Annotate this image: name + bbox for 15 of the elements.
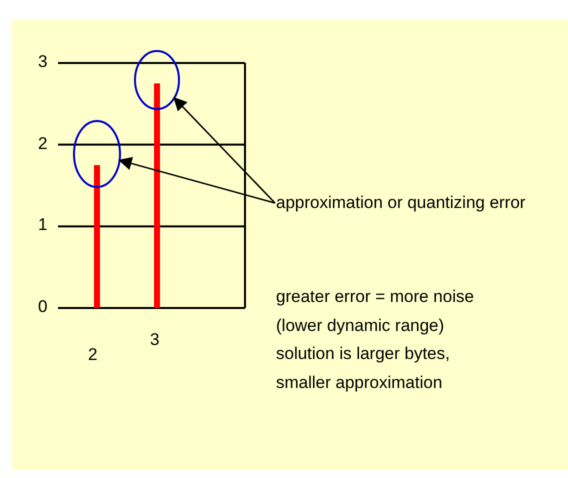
axis-tick-label: 3 <box>38 52 48 72</box>
note-text: solution is larger bytes, <box>276 344 450 364</box>
axis-tick-label: 2 <box>38 134 48 154</box>
note-text: smaller approximation <box>276 372 442 392</box>
axis-tick-label: 3 <box>150 330 160 350</box>
note-text: greater error = more noise <box>276 287 474 307</box>
note-text: (lower dynamic range) <box>276 316 444 336</box>
axis-tick-label: 2 <box>88 345 98 365</box>
error-circle <box>73 120 121 188</box>
axis-tick-label: 1 <box>38 215 48 236</box>
arrow <box>118 156 276 204</box>
callout-text: approximation or quantizing error <box>276 193 526 213</box>
error-circle <box>134 50 180 110</box>
axis-tick-label: 0 <box>38 297 48 317</box>
arrow <box>173 97 276 204</box>
